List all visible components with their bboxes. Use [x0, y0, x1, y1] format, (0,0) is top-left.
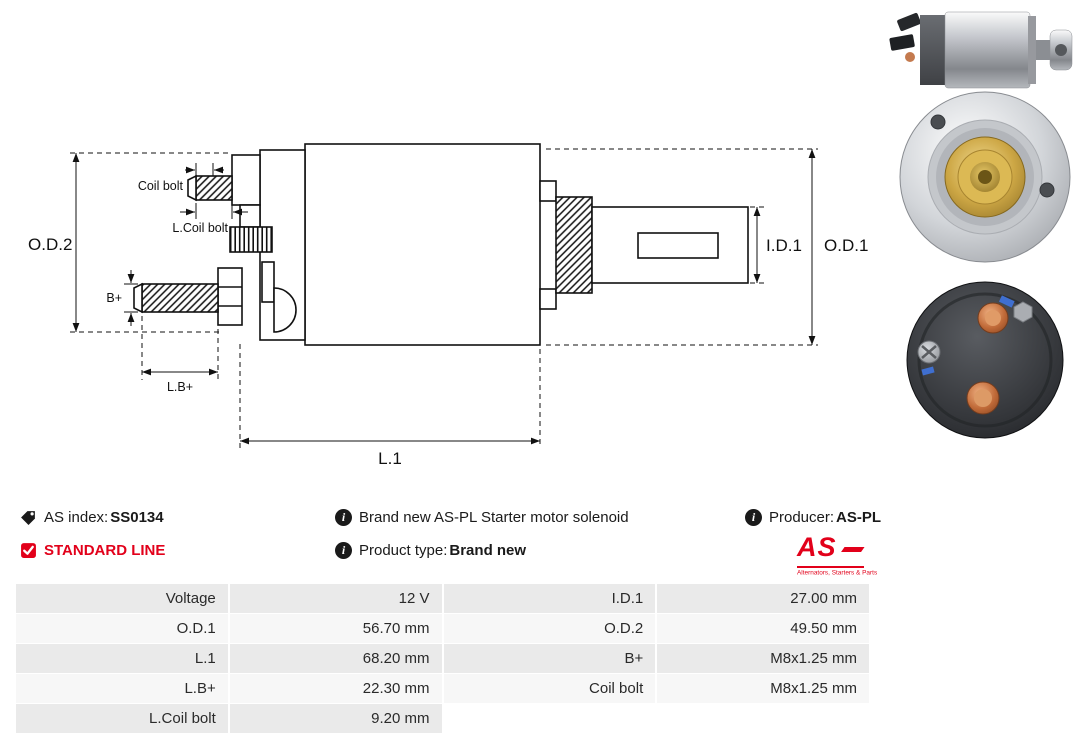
checkbox-checked-icon: [21, 543, 36, 558]
b-plus-bolt-tip: [133, 282, 143, 314]
as-logo-slash-icon: [840, 547, 865, 552]
product-photos: [889, 11, 1073, 439]
technical-diagram: O.D.2 Coil bolt L.Coil bolt B+ L.B+ L.1 …: [28, 143, 868, 468]
spec-value-cell: M8x1.25 mm: [657, 674, 869, 703]
table-row: Voltage 12 V I.D.1 27.00 mm: [16, 584, 869, 613]
l-coil-bolt-label: L.Coil bolt: [172, 221, 228, 235]
as-index: AS index:SS0134: [20, 509, 164, 526]
solenoid-outline: [133, 143, 749, 346]
od1-label: O.D.1: [824, 236, 868, 255]
as-index-label: AS index:: [44, 509, 109, 526]
spec-value-cell: 68.20 mm: [229, 644, 442, 673]
table-row: L.1 68.20 mm B+ M8x1.25 mm: [16, 644, 869, 673]
l-b-plus-label: L.B+: [167, 380, 193, 394]
product-description: i Brand new AS-PL Starter motor solenoid: [335, 509, 629, 526]
spec-label-cell: L.1: [16, 644, 228, 673]
product-type: i Product type:Brand new: [335, 542, 526, 559]
as-logo-text: AS: [797, 532, 837, 562]
as-index-text: AS index:SS0134: [44, 509, 164, 526]
b-plus-bolt-thread: [141, 283, 219, 313]
spec-table: Voltage 12 V I.D.1 27.00 mm O.D.1 56.70 …: [14, 583, 871, 734]
producer-label: Producer:: [769, 509, 835, 526]
as-index-value: SS0134: [110, 509, 164, 526]
b-plus-nut: [217, 267, 243, 326]
dimension-labels: O.D.2 Coil bolt L.Coil bolt B+ L.B+ L.1 …: [28, 179, 868, 468]
table-row: L.Coil bolt 9.20 mm: [16, 704, 869, 733]
tag-icon: [21, 511, 35, 525]
spec-value-cell: 56.70 mm: [229, 614, 442, 643]
plunger-slot: [637, 232, 719, 259]
photo-solenoid-front-view: [899, 91, 1071, 263]
info-icon: i: [335, 542, 352, 559]
photo-solenoid-rear-view: [906, 281, 1064, 439]
terminal-boot: [273, 287, 297, 333]
spec-label-cell: I.D.1: [443, 584, 656, 613]
spec-label-cell: B+: [443, 644, 656, 673]
as-pl-logo: AS Alternators, Starters & Parts: [797, 534, 883, 577]
spec-label-cell: O.D.1: [16, 614, 228, 643]
od2-label: O.D.2: [28, 235, 72, 254]
table-row: O.D.1 56.70 mm O.D.2 49.50 mm: [16, 614, 869, 643]
product-type-label: Product type:: [359, 542, 448, 559]
spec-value-cell: M8x1.25 mm: [657, 644, 869, 673]
as-logo-tagline: Alternators, Starters & Parts: [797, 570, 878, 577]
spec-value-cell: 9.20 mm: [229, 704, 442, 733]
spec-value-cell: 22.30 mm: [229, 674, 442, 703]
description-text: Brand new AS-PL Starter motor solenoid: [359, 509, 629, 526]
spec-value-cell: 27.00 mm: [657, 584, 869, 613]
spec-label-cell: L.Coil bolt: [16, 704, 228, 733]
mount-tab-bottom: [539, 288, 557, 310]
b-plus-label: B+: [106, 291, 122, 305]
product-type-text: Product type:Brand new: [359, 542, 526, 559]
coil-bolt-label: Coil bolt: [138, 179, 184, 193]
standard-line-text: STANDARD LINE: [44, 542, 166, 559]
drive-end-section: [555, 196, 593, 294]
standard-line: STANDARD LINE: [20, 542, 165, 559]
coil-bolt-tip: [187, 174, 197, 202]
as-logo-mark: AS: [797, 532, 865, 568]
dimension-lines: [70, 148, 818, 448]
coil-terminal-thread: [229, 226, 273, 253]
info-icon: i: [335, 509, 352, 526]
mount-tab-top: [539, 180, 557, 202]
spec-value-cell: [657, 704, 869, 733]
coil-bolt-thread: [195, 175, 233, 201]
l1-label: L.1: [378, 449, 402, 468]
spec-label-cell: [443, 704, 656, 733]
info-icon: i: [745, 509, 762, 526]
product-type-value: Brand new: [449, 542, 527, 559]
upper-bracket: [231, 154, 261, 206]
bracket-step: [239, 204, 261, 228]
terminal-tab: [261, 261, 275, 303]
spec-label-cell: O.D.2: [443, 614, 656, 643]
spec-value-cell: 49.50 mm: [657, 614, 869, 643]
producer-text: Producer:AS-PL: [769, 509, 881, 526]
spec-label-cell: L.B+: [16, 674, 228, 703]
id1-label: I.D.1: [766, 236, 802, 255]
photo-solenoid-side-view: [889, 11, 1073, 89]
spec-value-cell: 12 V: [229, 584, 442, 613]
spec-label-cell: Coil bolt: [443, 674, 656, 703]
table-row: L.B+ 22.30 mm Coil bolt M8x1.25 mm: [16, 674, 869, 703]
spec-label-cell: Voltage: [16, 584, 228, 613]
producer-value: AS-PL: [836, 509, 882, 526]
solenoid-body: [304, 143, 541, 346]
producer: i Producer:AS-PL: [745, 509, 881, 526]
